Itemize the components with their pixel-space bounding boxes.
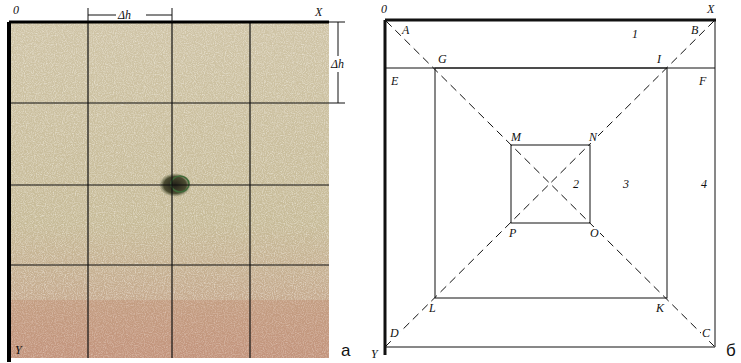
point-label: 0 <box>12 4 20 16</box>
point-label: N <box>588 131 598 143</box>
point-label: L <box>428 302 437 314</box>
point-label: M <box>510 131 522 143</box>
point-label: B <box>690 24 699 36</box>
point-label: 2 <box>572 178 580 190</box>
point-label: 1 <box>631 28 639 40</box>
panel-letter: а <box>340 342 351 359</box>
panel-letter: б <box>725 342 737 359</box>
point-label: D <box>389 327 400 339</box>
point-label: Y <box>14 344 23 356</box>
point-label: 3 <box>622 178 630 190</box>
point-label: X <box>706 3 715 15</box>
point-label: F <box>698 75 707 87</box>
point-label: A <box>401 24 410 36</box>
point-label: E <box>390 75 399 87</box>
point-label: 0 <box>380 3 388 15</box>
point-label: K <box>655 302 665 314</box>
point-label: G <box>437 53 448 65</box>
dimension-line <box>88 8 345 103</box>
point-label: I <box>656 53 662 65</box>
scheme <box>385 20 716 355</box>
point-label: Δh <box>117 9 132 21</box>
photo <box>9 22 329 362</box>
point-label: C <box>701 327 711 339</box>
point-label: O <box>589 227 600 239</box>
point-label: Y <box>370 348 379 360</box>
point-label: Δh <box>330 58 345 70</box>
point-label: P <box>508 227 517 239</box>
point-label: 4 <box>700 178 708 190</box>
point-label: X <box>314 6 323 18</box>
